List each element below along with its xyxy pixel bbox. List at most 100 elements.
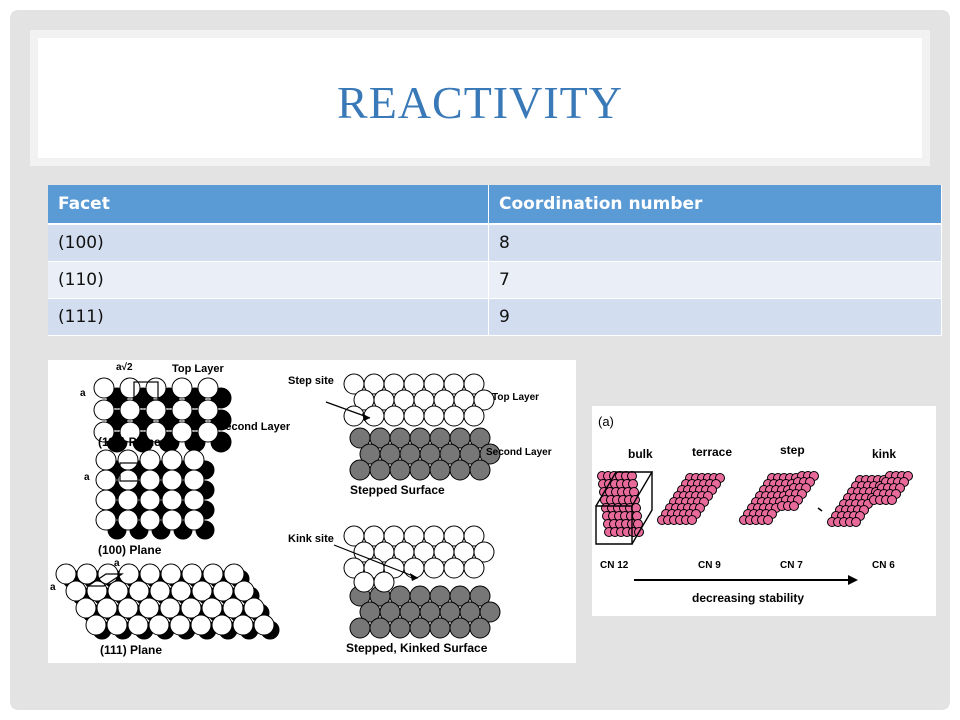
atom-top-layer (243, 597, 265, 619)
atom-second-layer (369, 459, 391, 481)
atom-top-layer (95, 509, 117, 531)
atom-top-layer (170, 580, 192, 602)
crystal-planes-illustration: a√2 Top Layer a Second Layer (110) Plane… (50, 362, 552, 657)
atom-top-layer (55, 563, 77, 585)
kink-site-arrow (333, 544, 419, 579)
atom-top-layer (222, 597, 244, 619)
atom-top-layer (148, 614, 170, 636)
atom-top-layer (161, 509, 183, 531)
step-edge (817, 507, 823, 512)
atom-top-layer (363, 405, 385, 427)
atom-pink (887, 495, 897, 505)
atom-second-layer (449, 617, 471, 639)
atom-top-layer (202, 563, 224, 585)
atom-second-layer (389, 459, 411, 481)
atom-top-layer (183, 489, 205, 511)
table-header-row: Facet Coordination number (48, 185, 942, 225)
label-kink: kink (872, 447, 896, 461)
atom-top-layer (93, 377, 115, 399)
stepped-surface-atoms (343, 373, 501, 481)
atom-top-layer (117, 449, 139, 471)
label-bulk: bulk (628, 447, 653, 461)
atom-top-layer (473, 389, 495, 411)
label-cn-12: CN 12 (600, 560, 629, 571)
atom-top-layer (190, 614, 212, 636)
label-a-sqrt2: a√2 (116, 362, 133, 373)
atom-top-layer (159, 597, 181, 619)
step-atoms (739, 471, 819, 525)
atom-second-layer (469, 459, 491, 481)
atom-top-layer (95, 449, 117, 471)
panel-label: (a) (598, 414, 614, 429)
atom-top-layer (171, 421, 193, 443)
plane-100-atoms (95, 449, 215, 540)
atom-top-layer (180, 597, 202, 619)
atom-top-layer (171, 377, 193, 399)
unit-cell-111 (86, 573, 124, 587)
plane-110-atoms (93, 377, 232, 453)
title-area: REACTIVITY (38, 38, 922, 158)
crystal-planes-figure: a√2 Top Layer a Second Layer (110) Plane… (48, 360, 576, 663)
cn-cell: 8 (489, 225, 942, 262)
atom-top-layer (171, 399, 193, 421)
label-100-plane: (100) Plane (98, 543, 162, 557)
label-111-plane: (111) Plane (100, 643, 162, 657)
atom-top-layer (75, 597, 97, 619)
label-stepped-kinked-surface: Stepped, Kinked Surface (346, 641, 488, 655)
atom-top-layer (93, 399, 115, 421)
atom-top-layer (423, 557, 445, 579)
atom-top-layer (473, 541, 495, 563)
atom-top-layer (145, 421, 167, 443)
atom-top-layer (403, 405, 425, 427)
atom-top-layer (181, 563, 203, 585)
atom-top-layer (76, 563, 98, 585)
facet-cell: (110) (48, 262, 489, 299)
atom-pink (687, 515, 697, 525)
label-step-site: Step site (288, 375, 334, 387)
label-decreasing-stability: decreasing stability (692, 591, 804, 605)
atom-second-layer (479, 443, 501, 465)
atom-kink (373, 571, 395, 593)
atom-top-layer (138, 597, 160, 619)
atom-second-layer (479, 601, 501, 623)
unit-cell-100 (119, 462, 139, 482)
atom-top-layer (197, 421, 219, 443)
atom-top-layer (127, 614, 149, 636)
title-frame: REACTIVITY (30, 30, 930, 166)
atom-top-layer (169, 614, 191, 636)
header-coordination-number: Coordination number (489, 185, 942, 225)
table-row: (100) 8 (48, 225, 942, 262)
atom-top-layer (463, 557, 485, 579)
atom-top-layer (223, 563, 245, 585)
atom-top-layer (183, 509, 205, 531)
atom-top-layer (119, 399, 141, 421)
atom-top-layer (443, 557, 465, 579)
terrace-atoms (657, 473, 725, 525)
kinked-surface-atoms (343, 525, 501, 639)
atom-top-layer (117, 469, 139, 491)
atom-top-layer (128, 580, 150, 602)
atom-top-layer (117, 597, 139, 619)
atom-top-layer (463, 373, 485, 395)
atom-top-layer (463, 405, 485, 427)
atom-top-layer (443, 405, 465, 427)
atom-top-layer (197, 399, 219, 421)
label-step: step (780, 443, 805, 457)
label-a-111-top: a (114, 558, 120, 569)
cn-cell: 7 (489, 262, 942, 299)
atom-second-layer (469, 617, 491, 639)
atom-kink (353, 571, 375, 593)
stability-arrow-head (848, 575, 858, 585)
atom-top-layer (119, 377, 141, 399)
atom-top-layer (212, 580, 234, 602)
kink-atoms (827, 471, 913, 527)
atom-second-layer (469, 427, 491, 449)
atom-top-layer (85, 614, 107, 636)
atom-top-layer (145, 399, 167, 421)
table-row: (110) 7 (48, 262, 942, 299)
atom-top-layer (253, 614, 275, 636)
atom-top-layer (197, 377, 219, 399)
atom-top-layer (139, 469, 161, 491)
atom-second-layer (349, 617, 371, 639)
atom-pink (763, 515, 773, 525)
